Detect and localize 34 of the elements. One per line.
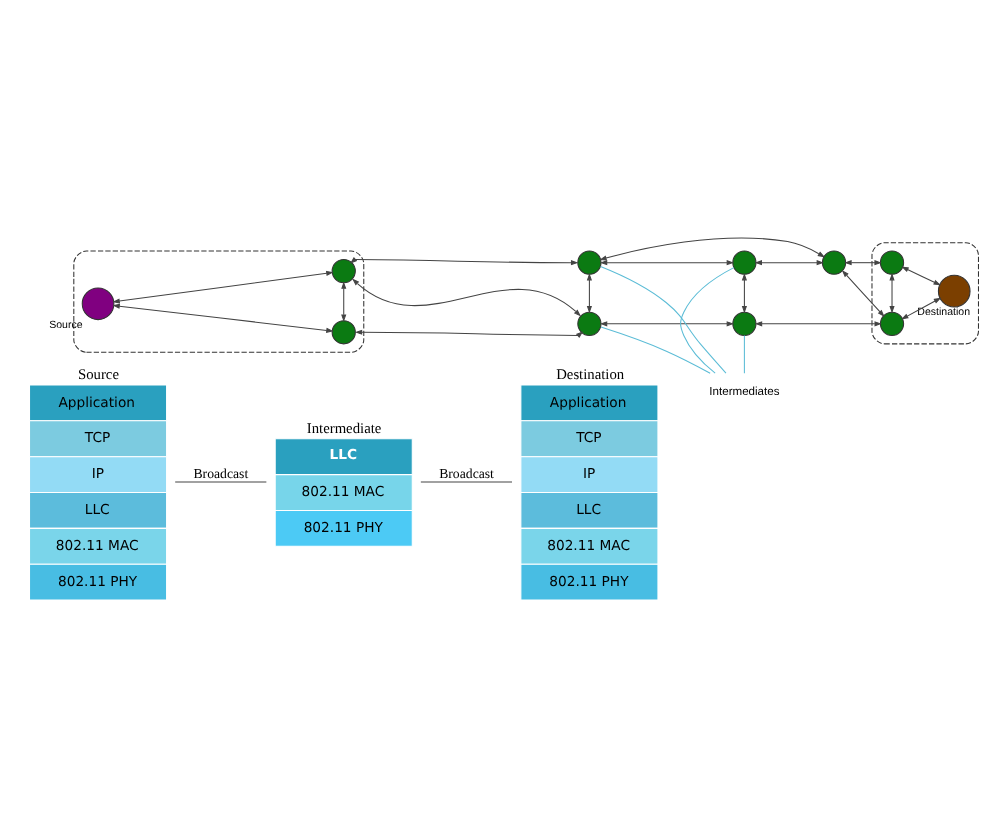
arrow [112, 269, 334, 303]
arrow [354, 328, 584, 337]
arrow [901, 296, 942, 319]
node-circle [879, 249, 905, 274]
node-circle [821, 249, 847, 274]
node-circle [81, 286, 115, 320]
arrow [349, 255, 579, 265]
arrow [741, 272, 747, 313]
arrow [586, 272, 592, 313]
connector [600, 325, 711, 373]
connector [680, 266, 735, 373]
arrow [841, 269, 885, 316]
node-label: Destination [556, 363, 625, 382]
connector [600, 264, 727, 373]
node-circle [577, 249, 602, 274]
arrow [599, 236, 826, 260]
node-label: Intermediate [306, 417, 382, 436]
arrow [599, 320, 735, 326]
node-circle [331, 319, 356, 344]
node-label: Source [78, 363, 119, 382]
connector [743, 333, 745, 373]
arrow [901, 265, 941, 285]
arrow [352, 277, 582, 316]
node-circle [937, 273, 971, 307]
arrow [754, 320, 882, 326]
node-circle [732, 249, 757, 274]
node-circle [331, 258, 356, 283]
arrow [599, 259, 735, 265]
arrow [754, 259, 825, 265]
arrow [889, 272, 895, 313]
arrow [844, 259, 882, 265]
arrow [341, 280, 347, 321]
arrow [112, 302, 334, 332]
node-circle [732, 310, 757, 335]
